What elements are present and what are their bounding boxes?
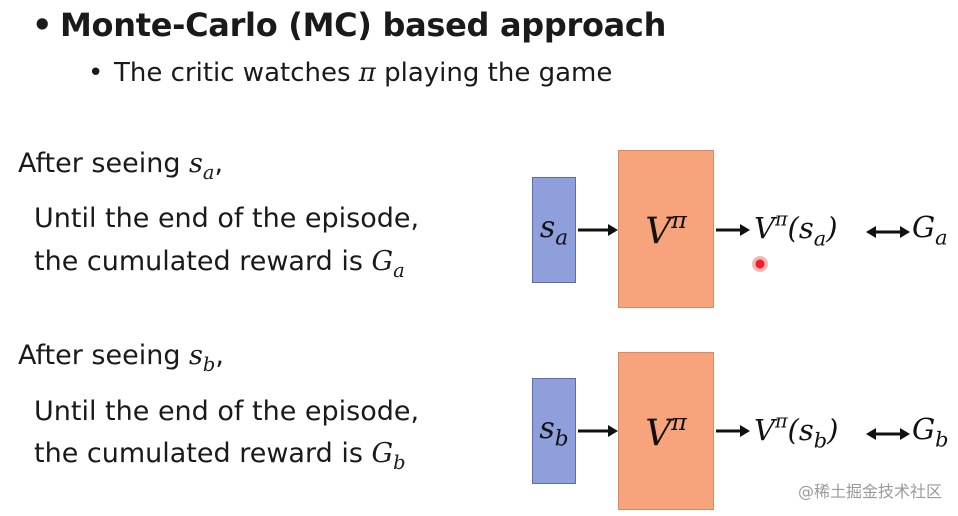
example-a-line2: Until the end of the episode,	[34, 203, 420, 234]
example-b-line3: the cumulated reward is Gb	[34, 438, 406, 474]
example-a-state: sa	[189, 148, 215, 184]
critic-box-b: Vπ	[618, 352, 714, 510]
value-estimate-a: Vπ(sa)	[754, 208, 838, 251]
watermark: @稀土掘金技术社区	[797, 482, 942, 501]
critic-box-b-label: Vπ	[645, 407, 687, 455]
arrow-output-a	[716, 224, 750, 236]
example-a-line3: the cumulated reward is Ga	[34, 246, 405, 282]
sub-bullet-marker: •	[88, 58, 104, 88]
state-box-b-label: sb	[539, 410, 569, 452]
slide-title: •Monte-Carlo (MC) based approach	[32, 6, 666, 44]
target-b: Gb	[912, 412, 949, 452]
cursor-indicator	[752, 256, 768, 272]
example-a-reward: Ga	[371, 246, 405, 282]
arrow-input-b	[578, 425, 618, 437]
example-b-line2: Until the end of the episode,	[34, 396, 420, 427]
example-b-state: sb	[189, 340, 216, 376]
output-a: Vπ(sa)	[754, 208, 838, 251]
arrow-input-a	[578, 224, 618, 236]
critic-box-a-label: Vπ	[645, 205, 687, 253]
state-box-b: sb	[532, 378, 576, 484]
state-box-a: sa	[532, 177, 576, 283]
example-a-line1: After seeing sa,	[18, 148, 224, 184]
example-b-line1: After seeing sb,	[18, 340, 224, 376]
arrow-output-b	[716, 425, 750, 437]
state-box-a-label: sa	[539, 209, 569, 251]
double-arrow-b	[866, 428, 910, 440]
title-text: Monte-Carlo (MC) based approach	[60, 6, 667, 44]
sub-bullet-text-after: playing the game	[375, 58, 613, 88]
example-b-reward: Gb	[371, 438, 406, 474]
value-estimate-b: Vπ(sb)	[754, 410, 839, 453]
sub-bullet: • The critic watches π playing the game	[88, 58, 612, 88]
policy-symbol: π	[358, 58, 376, 88]
title-bullet: •	[32, 6, 53, 44]
double-arrow-a	[866, 226, 910, 238]
target-a: Ga	[912, 210, 948, 250]
critic-box-a: Vπ	[618, 150, 714, 308]
output-b: Vπ(sb)	[754, 410, 838, 453]
sub-bullet-text: The critic watches	[114, 58, 359, 88]
